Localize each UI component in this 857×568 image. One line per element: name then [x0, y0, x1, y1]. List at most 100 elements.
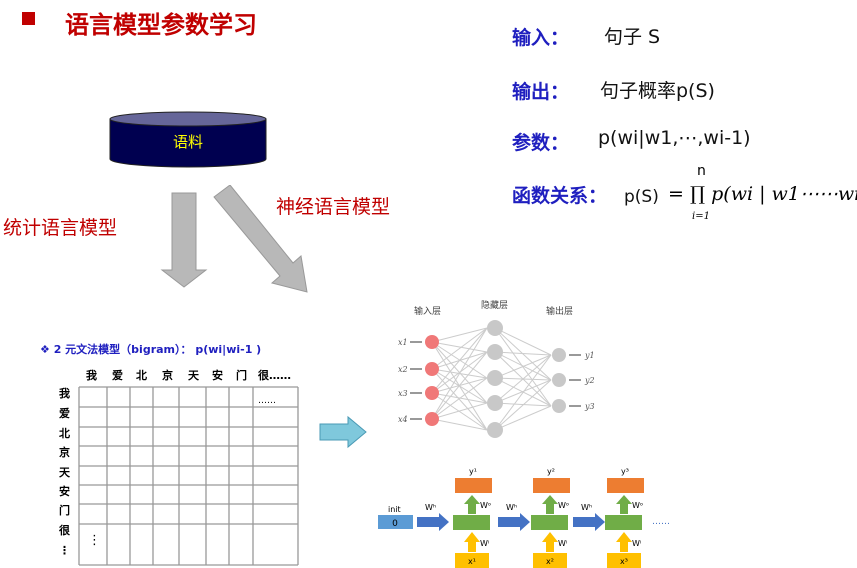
input-label: x¹ — [468, 557, 476, 566]
row-header: ⋮ — [59, 544, 70, 557]
input-layer-label: 输入层 — [414, 305, 441, 317]
row-header: 我 — [59, 386, 70, 400]
output-layer-label: 输出层 — [546, 305, 573, 317]
gray-arrows — [160, 185, 308, 293]
row-header: 安 — [59, 484, 70, 498]
input-label: x³ — [620, 557, 628, 566]
row-header: 北 — [59, 426, 70, 440]
connection — [494, 379, 552, 404]
cell-vertical-ellipsis: ⋮ — [88, 533, 101, 548]
connection — [431, 351, 488, 394]
output-box — [455, 478, 492, 493]
output-label: y² — [547, 467, 555, 476]
output-box — [533, 478, 570, 493]
wi-arrow-icon — [542, 532, 558, 552]
wh-arrow-icon — [498, 513, 530, 531]
row-header: 门 — [59, 503, 70, 517]
connection — [431, 341, 488, 353]
diagonal-arrow-icon — [213, 185, 308, 293]
connection — [494, 379, 552, 431]
wh-arrow-icon — [417, 513, 449, 531]
column-header: 很…… — [257, 368, 291, 382]
connection — [431, 418, 488, 431]
input-box — [607, 553, 641, 568]
corpus-cylinder: 语料 — [109, 111, 267, 168]
connection — [431, 327, 488, 420]
column-header: 天 — [188, 369, 200, 382]
connection — [494, 405, 552, 431]
row-header: 很 — [58, 523, 71, 537]
wh-arrow-icon — [573, 513, 605, 531]
output-box — [607, 478, 644, 493]
input-label: x² — [546, 557, 554, 566]
wh-label: Wʰ — [506, 503, 517, 512]
connection — [431, 377, 488, 420]
connection — [431, 327, 488, 370]
output-label: y2 — [584, 376, 595, 385]
param-value: p(wi|w1,⋯,wi-1) — [598, 127, 751, 149]
input-value: 句子 S — [604, 26, 661, 48]
column-header: 我 — [86, 368, 97, 382]
row-header: 天 — [59, 466, 71, 479]
wo-arrow-icon — [616, 495, 632, 514]
input-node — [425, 335, 439, 349]
wi-label: Wⁱ — [480, 539, 489, 548]
wo-label: Wᵒ — [632, 501, 643, 510]
bullet-square-icon — [22, 12, 35, 25]
hidden-state-box — [531, 515, 568, 530]
output-label: 输出： — [512, 81, 570, 103]
input-node — [425, 412, 439, 426]
connection — [431, 368, 488, 431]
init-value: 0 — [392, 519, 398, 529]
connection — [431, 402, 488, 420]
wo-label: Wᵒ — [480, 501, 491, 510]
output-label: y¹ — [469, 467, 477, 476]
column-header: 爱 — [112, 369, 123, 382]
hidden-node — [487, 395, 503, 411]
output-node — [552, 373, 566, 387]
column-header: 安 — [212, 368, 223, 382]
column-header: 门 — [236, 368, 247, 382]
neural-model-label: 神经语言模型 — [276, 196, 391, 218]
hidden-node — [487, 422, 503, 438]
column-header: 北 — [136, 368, 147, 382]
input-node — [425, 386, 439, 400]
connection — [494, 327, 552, 356]
slide-title: 语言模型参数学习 — [65, 11, 257, 39]
connection — [431, 327, 488, 343]
row-header: 京 — [59, 445, 70, 459]
prod-upper: n — [697, 163, 706, 179]
hidden-state-box — [453, 515, 490, 530]
column-header: 京 — [162, 368, 173, 382]
output-node — [552, 348, 566, 362]
input-label: 输入： — [512, 27, 570, 49]
wo-arrow-icon — [464, 495, 480, 514]
input-label: x4 — [398, 415, 408, 424]
rnn-ellipsis: …… — [652, 517, 670, 527]
connection — [431, 327, 488, 394]
stat-model-label: 统计语言模型 — [3, 217, 118, 239]
input-box — [533, 553, 567, 568]
bigram-heading: ❖ 2 元文法模型（bigram）： p(wi|wi-1 ) — [40, 343, 262, 356]
wi-arrow-icon — [464, 532, 480, 552]
input-box — [455, 553, 489, 568]
param-label: 参数： — [512, 132, 570, 154]
cell-ellipsis: …… — [258, 396, 276, 406]
connection — [494, 351, 552, 356]
init-box — [378, 515, 413, 529]
bigram-heading-text: 2 元文法模型（bigram）： p(wi|wi-1 ) — [53, 343, 262, 356]
wo-arrow-icon — [542, 495, 558, 514]
input-label: x3 — [398, 389, 408, 398]
input-label: x1 — [398, 338, 408, 347]
output-label: y3 — [584, 402, 595, 411]
func-rhs: = ∏ p(wi | w1⋯⋯wi-1) — [668, 183, 857, 205]
output-label: y1 — [584, 351, 595, 360]
corpus-label: 语料 — [173, 133, 203, 151]
wi-label: Wⁱ — [632, 539, 641, 548]
connection — [494, 354, 552, 379]
output-value: 句子概率p(S) — [600, 80, 715, 102]
init-label: init — [388, 505, 401, 514]
